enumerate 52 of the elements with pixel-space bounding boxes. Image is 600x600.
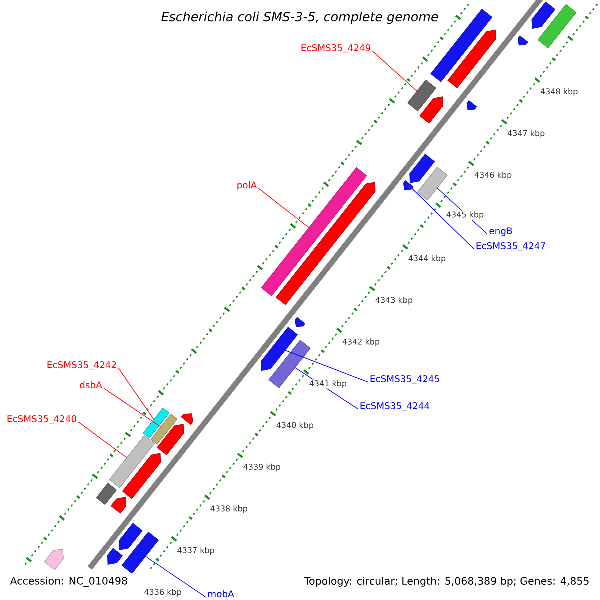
gene-block bbox=[119, 523, 143, 550]
gene-block bbox=[448, 30, 496, 88]
leader-line bbox=[78, 422, 128, 458]
leader-line bbox=[118, 368, 154, 420]
gene-block bbox=[44, 549, 64, 570]
scale-label: 4348 kbp bbox=[540, 88, 579, 97]
gene-block bbox=[109, 435, 156, 488]
scale-label: 4342 kbp bbox=[342, 338, 381, 348]
scale-label: 4344 kbp bbox=[408, 254, 447, 264]
gene-label: mobA bbox=[208, 590, 234, 598]
leader-line bbox=[104, 388, 162, 428]
gene-block bbox=[110, 496, 126, 514]
gene-block bbox=[295, 317, 306, 328]
scale-label: 4341 kbp bbox=[308, 380, 348, 389]
scale-label: 4338 kbp bbox=[210, 504, 249, 514]
leader-line bbox=[145, 556, 206, 598]
gene-block bbox=[150, 414, 178, 445]
info-text: Topology: circular; Length: 5,068,389 bp; Genes: 4,855 bbox=[302, 575, 592, 589]
gene-block bbox=[122, 453, 162, 500]
scale-label: 4340 kbp bbox=[276, 421, 315, 431]
gene-label: polA bbox=[238, 182, 258, 190]
gene-block bbox=[532, 2, 556, 30]
gene-block bbox=[410, 154, 436, 184]
leader-line bbox=[258, 188, 310, 228]
gene-block bbox=[420, 96, 444, 124]
gene-block bbox=[143, 408, 170, 439]
gene-label: engB bbox=[490, 228, 512, 236]
leader-line bbox=[412, 188, 475, 250]
scale-label: 4339 kbp bbox=[242, 463, 282, 472]
gene-label: EcSMS35_4240 bbox=[8, 416, 76, 424]
scale-label: 4337 kbp bbox=[176, 546, 216, 556]
info-text: Accession: NC_010498 bbox=[8, 574, 130, 590]
leader-line bbox=[372, 50, 418, 92]
gene-label: EcSMS35_4244 bbox=[360, 402, 430, 412]
gene-block bbox=[466, 100, 478, 110]
gene-block bbox=[261, 327, 298, 372]
gene-block bbox=[268, 340, 311, 388]
gene-block bbox=[518, 36, 528, 46]
gene-label: dsbA bbox=[80, 381, 102, 389]
gene-label: EcSMS35_4245 bbox=[370, 376, 440, 384]
scale-label: 4347 kbp bbox=[506, 129, 546, 139]
scale-label: 4346 kbp bbox=[474, 171, 513, 180]
leader-line bbox=[285, 350, 369, 383]
gene-block bbox=[538, 4, 577, 49]
scale-label: 4336 kbp bbox=[144, 588, 183, 598]
title: Escherichia coli SMS-3-5, complete genome bbox=[162, 12, 438, 24]
gene-label: EcSMS35_4242 bbox=[48, 362, 116, 370]
scale-label: 4343 kbp bbox=[374, 296, 414, 306]
scale-label: 4345 kbp bbox=[446, 210, 485, 220]
gene-label: EcSMS35_4249 bbox=[302, 44, 370, 54]
gene-block bbox=[403, 180, 414, 190]
gene-label: EcSMS35_4247 bbox=[476, 242, 546, 252]
